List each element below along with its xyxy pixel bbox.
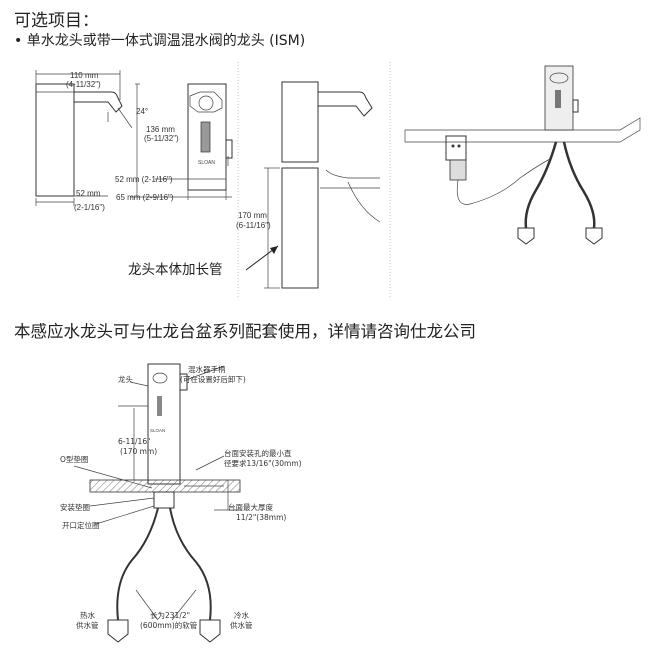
extension-view-drawing: 170 mm (6-11/16") 龙头本体加长管 xyxy=(128,62,391,298)
depth-52b-in: (2-1/16") xyxy=(74,203,105,212)
label-nut: 开口定位圈 xyxy=(62,520,100,530)
label-thickness-2: 11/2"(38mm) xyxy=(236,513,286,522)
logo-mark: SLOAN xyxy=(198,160,215,166)
label-thickness-1: 台面最大厚度 xyxy=(228,502,273,512)
label-oring: O型垫圈 xyxy=(60,454,88,464)
front-view-drawing: SLOAN 52 mm (2-1/16") 65 mm (2-9/16") xyxy=(115,83,233,202)
depth-65: 65 mm (2-9/16") xyxy=(116,193,174,202)
label-length-1: 长为231/2" xyxy=(150,610,190,620)
label-faucet: 龙头 xyxy=(118,374,133,384)
side-view-drawing: 110 mm (4-11/32") 24° 136 mm (5-11/32") … xyxy=(35,70,179,212)
label-mixer-2: (可在设置好后卸下) xyxy=(180,374,246,384)
label-cold-2: 供水管 xyxy=(230,620,253,630)
option-bullet: • 单水龙头或带一体式调温混水阀的龙头 (ISM) xyxy=(14,33,306,49)
height-170-in: (6-11/16") xyxy=(236,221,271,230)
width-110-in: (4-11/32") xyxy=(66,80,101,89)
height-136-in: (5-11/32") xyxy=(144,134,179,143)
extension-label: 龙头本体加长管 xyxy=(128,262,223,278)
height-170: 170 mm xyxy=(238,211,267,220)
depth-52b: 52 mm xyxy=(76,189,101,198)
label-height-2: (170 mm) xyxy=(120,447,157,456)
label-hole-2: 径要求13/16"(30mm) xyxy=(224,458,302,468)
width-110: 110 mm xyxy=(70,71,99,80)
depth-52a: 52 mm (2-1/16") xyxy=(115,175,173,184)
angle-label: 24° xyxy=(136,107,148,116)
install-logo: SLOAN xyxy=(150,428,165,433)
label-hole-1: 台面安装孔的最小直 xyxy=(224,448,292,458)
label-gasket: 安装垫圈 xyxy=(60,502,90,512)
compatibility-note: 本感应水龙头可与仕龙台盆系列配套使用，详情请咨询仕龙公司 xyxy=(14,322,476,341)
section-title: 可选项目： xyxy=(14,11,99,31)
label-length-2: (600mm)的软管 xyxy=(140,620,198,630)
label-hot-1: 热水 xyxy=(80,610,95,620)
label-mixer-1: 混水器手柄 xyxy=(188,364,226,374)
label-hot-2: 供水管 xyxy=(76,620,99,630)
install-section-drawing: SLOAN 龙头 混水器手柄 (可在设置好后卸下) 6-11/16" xyxy=(60,363,302,643)
install-perspective-drawing xyxy=(404,65,641,245)
label-cold-1: 冷水 xyxy=(234,610,249,620)
label-height-1: 6-11/16" xyxy=(118,437,151,446)
height-136: 136 mm xyxy=(146,125,175,134)
